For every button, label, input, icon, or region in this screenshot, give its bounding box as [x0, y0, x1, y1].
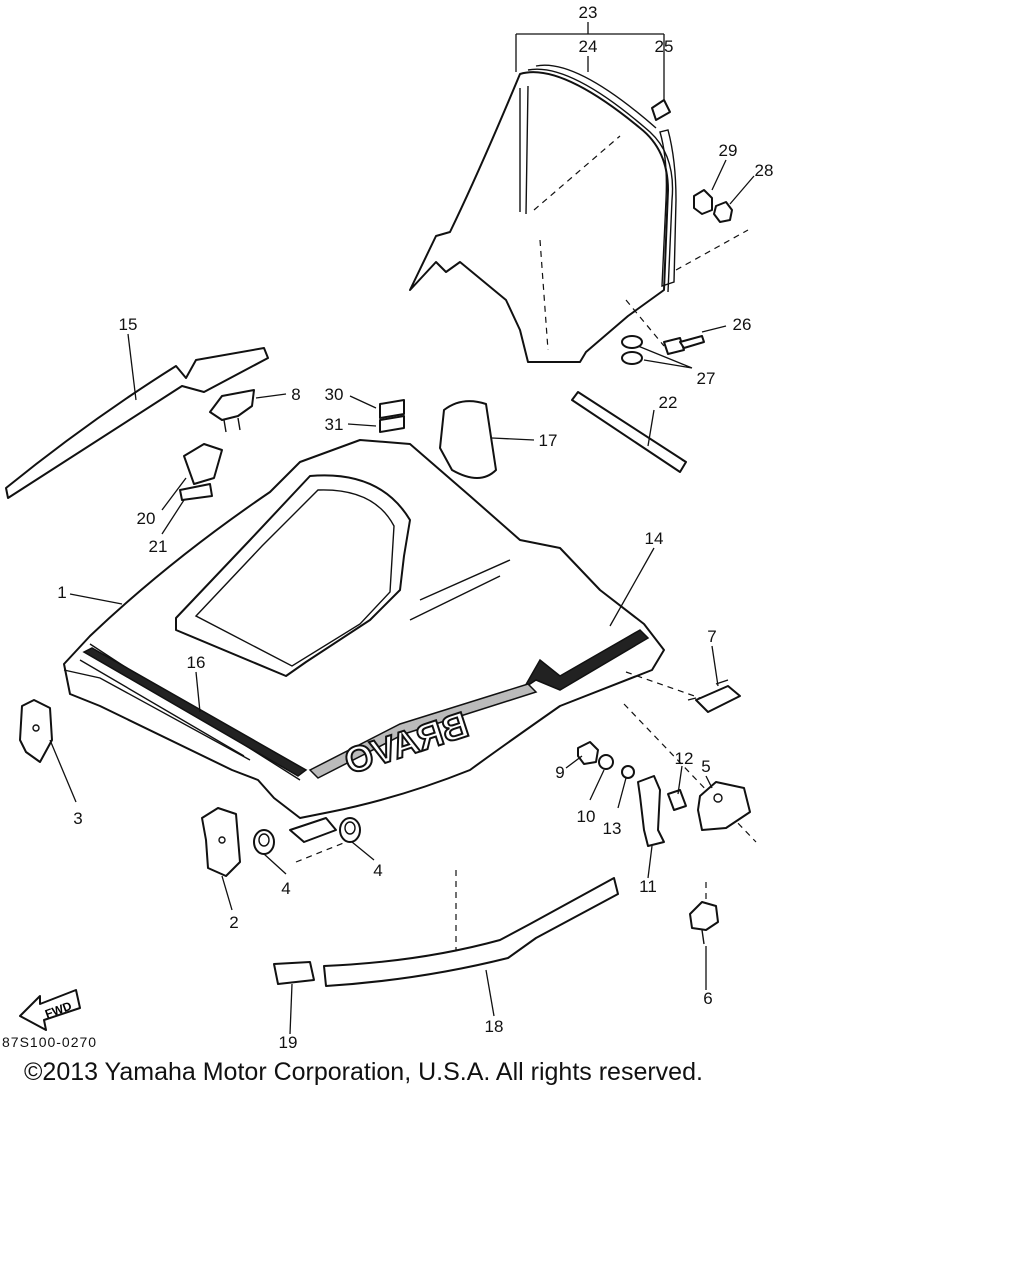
part-4-grommet-right — [339, 817, 361, 843]
callout-25: 25 — [655, 37, 674, 56]
callout-2: 2 — [229, 913, 238, 932]
callout-22: 22 — [659, 393, 678, 412]
part-15-side-strip — [5, 347, 269, 499]
callout-30: 30 — [325, 385, 344, 404]
callout-26: 26 — [733, 315, 752, 334]
part-26-screw — [663, 335, 705, 355]
callout-21: 21 — [149, 537, 168, 556]
callout-6: 6 — [703, 989, 712, 1008]
callout-8: 8 — [291, 385, 300, 404]
part-5-latch — [697, 781, 751, 831]
copyright-notice: ©2013 Yamaha Motor Corporation, U.S.A. A… — [24, 1058, 703, 1086]
part-7-dash — [625, 671, 701, 699]
part-25-clip — [651, 99, 671, 121]
part-13-washer — [621, 765, 635, 779]
leader-dash — [675, 229, 749, 271]
part-18-bumper — [323, 877, 619, 987]
part-3-hinge — [19, 699, 53, 763]
part-2-hinge — [201, 807, 241, 877]
part-1-hood — [63, 439, 665, 843]
part-4-grommet-left — [253, 829, 275, 855]
part-7-pin — [687, 679, 741, 713]
callout-5: 5 — [701, 757, 710, 776]
callout-28: 28 — [755, 161, 774, 180]
callout-4-left: 4 — [281, 879, 290, 898]
callout-10: 10 — [577, 807, 596, 826]
part-20-vent — [183, 443, 223, 485]
callout-17: 17 — [539, 431, 558, 450]
callout-7: 7 — [707, 627, 716, 646]
callout-15: 15 — [119, 315, 138, 334]
callout-leaders — [49, 22, 755, 1035]
part-17-pad — [439, 400, 497, 479]
part-11-bracket — [637, 775, 665, 847]
part-22-foam-bar — [571, 391, 687, 473]
callout-numbers: 23 24 25 29 28 15 8 30 31 17 22 26 27 20… — [57, 3, 773, 1052]
callout-4-right: 4 — [373, 861, 382, 880]
part-6-knob — [689, 901, 719, 945]
part-30-decal — [379, 399, 405, 433]
callout-19: 19 — [279, 1033, 298, 1052]
part-19-block — [273, 961, 315, 985]
callout-3: 3 — [73, 809, 82, 828]
part-12-spacer — [667, 789, 687, 811]
leader-dash — [625, 299, 665, 347]
callout-29: 29 — [719, 141, 738, 160]
part-9-bushing — [577, 741, 599, 765]
callout-13: 13 — [603, 819, 622, 838]
fwd-arrow-badge — [19, 989, 81, 1031]
windshield — [409, 64, 674, 363]
callout-12: 12 — [675, 749, 694, 768]
callout-14: 14 — [645, 529, 664, 548]
callout-27: 27 — [697, 369, 716, 388]
callout-11: 11 — [639, 877, 657, 896]
part-28-nut — [713, 201, 733, 223]
exploded-view-drawing: BRAVO — [5, 3, 773, 1052]
callout-1: 1 — [57, 583, 66, 602]
part-8-bracket — [209, 389, 255, 433]
callout-16: 16 — [187, 653, 206, 672]
callout-31: 31 — [325, 415, 344, 434]
callout-18: 18 — [485, 1017, 504, 1036]
windshield-trim — [659, 129, 677, 287]
callout-9: 9 — [555, 763, 564, 782]
callout-24: 24 — [579, 37, 598, 56]
callout-20: 20 — [137, 509, 156, 528]
part-10-nut — [598, 754, 614, 770]
diagram-code: 87S100-0270 — [2, 1034, 98, 1050]
part-29-nut — [693, 189, 713, 215]
part-27-washers — [621, 335, 643, 365]
callout-23: 23 — [579, 3, 598, 22]
part-21-grommet — [179, 483, 213, 501]
